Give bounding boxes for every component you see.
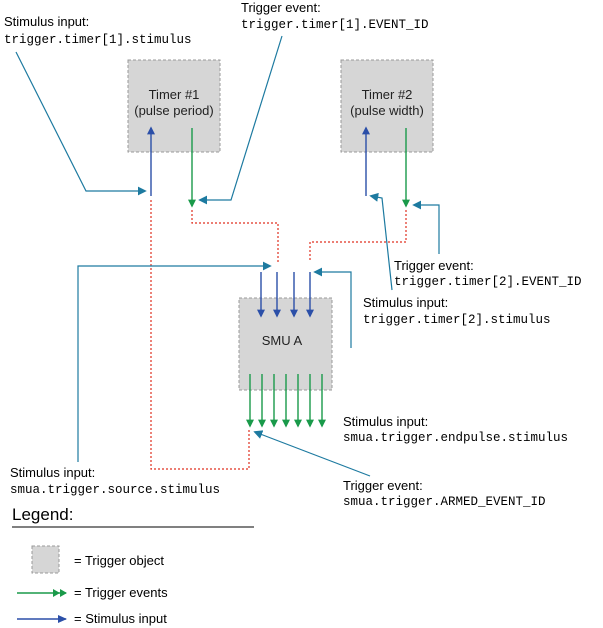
label-t1-stimulus: Stimulus input: trigger.timer[1].stimulu…: [4, 14, 192, 47]
timer2-event-link: [309, 210, 407, 262]
legend-trigger-object-label: = Trigger object: [74, 553, 164, 568]
label-title: Trigger event:: [394, 258, 474, 273]
leader-t2-event: [412, 200, 440, 254]
label-code: trigger.timer[1].EVENT_ID: [241, 18, 429, 32]
label-code: trigger.timer[2].EVENT_ID: [394, 275, 582, 289]
leader-t2-stimulus: [369, 192, 393, 291]
label-t2-stimulus: Stimulus input: trigger.timer[2].stimulu…: [363, 295, 551, 327]
smu-stimulus-inputs: [257, 272, 314, 318]
legend-trigger-events-arrowheads: [53, 589, 67, 597]
timer2-box: [340, 59, 434, 153]
label-leaders: [15, 35, 440, 477]
label-endpulse: Stimulus input: smua.trigger.endpulse.st…: [343, 414, 568, 445]
label-code: smua.trigger.source.stimulus: [10, 483, 220, 497]
timer2-subtitle: (pulse width): [350, 103, 424, 118]
trigger-links: [150, 200, 407, 470]
label-title: Stimulus input:: [10, 465, 95, 480]
leader-source: [77, 261, 272, 462]
label-title: Trigger event:: [241, 0, 321, 15]
timer1-subtitle: (pulse period): [134, 103, 214, 118]
label-title: Trigger event:: [343, 478, 423, 493]
label-title: Stimulus input:: [343, 414, 428, 429]
leader-endpulse: [313, 267, 352, 348]
label-armed: Trigger event: smua.trigger.ARMED_EVENT_…: [343, 478, 546, 509]
timer1-box: [127, 59, 221, 153]
leader-t1-stimulus: [15, 51, 147, 196]
label-code: smua.trigger.ARMED_EVENT_ID: [343, 495, 546, 509]
label-title: Stimulus input:: [363, 295, 448, 310]
legend-stimulus-arrowhead: [58, 615, 67, 623]
label-t1-event: Trigger event: trigger.timer[1].EVENT_ID: [241, 0, 429, 32]
legend-stimulus-label: = Stimulus input: [74, 611, 167, 626]
timer2-title: Timer #2: [362, 87, 413, 102]
label-code: trigger.timer[1].stimulus: [4, 33, 192, 47]
smu-a-label: SMU A: [262, 333, 303, 348]
timer1-title: Timer #1: [149, 87, 200, 102]
source-event-link: [150, 200, 250, 470]
legend-trigger-object-swatch: [31, 545, 60, 574]
timer1-event-link: [191, 210, 279, 262]
legend-trigger-events-label: = Trigger events: [74, 585, 168, 600]
label-code: trigger.timer[2].stimulus: [363, 313, 551, 327]
label-source: Stimulus input: smua.trigger.source.stim…: [10, 465, 220, 497]
label-t2-event: Trigger event: trigger.timer[2].EVENT_ID: [394, 258, 582, 289]
legend: Legend: = Trigger object = Trigger event…: [12, 505, 254, 626]
label-code: smua.trigger.endpulse.stimulus: [343, 431, 568, 445]
leader-t1-event: [198, 35, 283, 205]
legend-title: Legend:: [12, 505, 73, 524]
leader-armed: [253, 430, 371, 477]
label-title: Stimulus input:: [4, 14, 89, 29]
smu-trigger-events: [246, 374, 326, 428]
